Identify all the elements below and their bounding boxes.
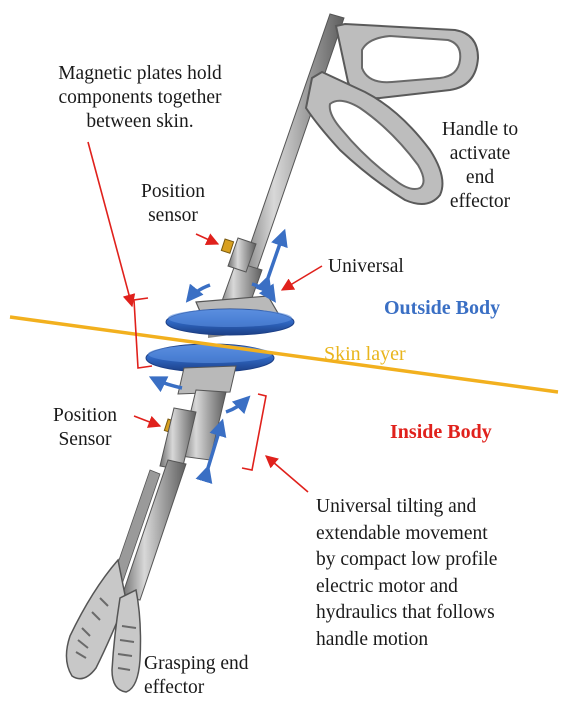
bracket-motor (242, 394, 266, 470)
tilt-arc-bottom-right (226, 398, 248, 412)
grasping-label: Grasping end effector (144, 652, 249, 700)
leader-universal (282, 266, 322, 290)
handle-label: Handle to activate end effector (410, 118, 550, 214)
outside-body-label: Outside Body (384, 296, 500, 320)
position-sensor-top-block (221, 239, 233, 253)
universal-label: Universal (328, 255, 404, 279)
skin-layer-label: Skin layer (324, 342, 406, 366)
position-sensor-bottom-label: Position Sensor (30, 404, 140, 452)
magnetic-plates-label: Magnetic plates hold components together… (14, 62, 266, 134)
magnetic-plates (146, 309, 294, 372)
lower-actuator (160, 366, 236, 470)
tilt-arc-bottom-left (152, 378, 182, 388)
inside-body-label: Inside Body (390, 420, 492, 444)
position-sensor-top-label: Position sensor (118, 180, 228, 228)
tilt-arc-top-left (188, 285, 210, 300)
leader-universal-tilting (266, 456, 308, 492)
leader-position-sensor-top (196, 234, 218, 244)
universal-tilting-label: Universal tilting and extendable movemen… (316, 494, 497, 653)
extend-arrow-top (268, 232, 284, 278)
